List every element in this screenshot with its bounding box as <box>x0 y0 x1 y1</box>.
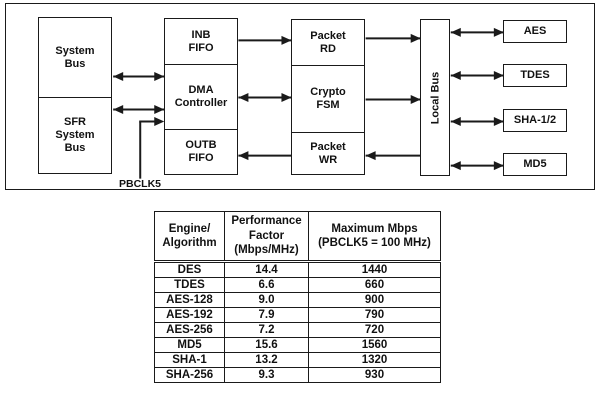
cell-max: 1560 <box>308 337 441 353</box>
pbclk5-label: PBCLK5 <box>118 178 161 190</box>
aes-box: AES <box>503 20 567 43</box>
table-row: SHA-1 13.2 1320 <box>154 352 441 368</box>
packet-engine-stack: Packet RD Crypto FSM Packet WR <box>291 19 365 175</box>
system-bus-box: System Bus <box>55 44 95 70</box>
tdes-label: TDES <box>520 69 550 82</box>
cell-factor: 9.3 <box>224 367 309 383</box>
cell-factor: 7.2 <box>224 322 309 338</box>
cell-max: 930 <box>308 367 441 383</box>
cell-max: 790 <box>308 307 441 323</box>
cell-max: 1440 <box>308 261 441 278</box>
table-row: DES 14.4 1440 <box>154 261 441 278</box>
table-row: MD5 15.6 1560 <box>154 337 441 353</box>
md5-label: MD5 <box>523 158 547 171</box>
cell-factor: 9.0 <box>224 292 309 308</box>
cell-engine: AES-128 <box>154 292 225 308</box>
cell-engine: SHA-1 <box>154 352 225 368</box>
sha-box: SHA-1/2 <box>503 109 567 132</box>
cell-max: 660 <box>308 277 441 293</box>
local-bus-label: Local Bus <box>429 71 442 124</box>
table-row: AES-128 9.0 900 <box>154 292 441 308</box>
cell-factor: 13.2 <box>224 352 309 368</box>
system-bus-stack: System Bus SFR System Bus <box>38 17 112 174</box>
outb-fifo-box: OUTB FIFO <box>165 129 237 174</box>
cell-factor: 6.6 <box>224 277 309 293</box>
header-engine-algorithm: Engine/ Algorithm <box>154 211 225 263</box>
dma-controller-box: DMA Controller <box>165 64 237 129</box>
cell-factor: 15.6 <box>224 337 309 353</box>
inb-fifo-box: INB FIFO <box>188 28 214 54</box>
cell-engine: SHA-256 <box>154 367 225 383</box>
local-bus-box: Local Bus <box>420 19 450 176</box>
table-header-row: Engine/ Algorithm Performance Factor (Mb… <box>154 211 441 263</box>
cell-max: 1320 <box>308 352 441 368</box>
cell-engine: AES-192 <box>154 307 225 323</box>
cell-engine: MD5 <box>154 337 225 353</box>
dma-stack: INB FIFO DMA Controller OUTB FIFO <box>164 18 238 175</box>
header-maximum-mbps: Maximum Mbps (PBCLK5 = 100 MHz) <box>308 211 441 263</box>
connector-arrows <box>113 27 504 179</box>
packet-wr-box: Packet WR <box>292 132 364 174</box>
cell-max: 720 <box>308 322 441 338</box>
cell-engine: TDES <box>154 277 225 293</box>
cell-engine: DES <box>154 261 225 278</box>
sha-label: SHA-1/2 <box>513 114 557 127</box>
table-row: AES-256 7.2 720 <box>154 322 441 338</box>
cell-engine: AES-256 <box>154 322 225 338</box>
packet-rd-box: Packet RD <box>310 29 346 55</box>
md5-box: MD5 <box>503 153 567 176</box>
aes-label: AES <box>523 25 547 38</box>
crypto-fsm-box: Crypto FSM <box>292 65 364 132</box>
sfr-system-bus-box: SFR System Bus <box>39 97 111 173</box>
table-row: SHA-256 9.3 930 <box>154 367 441 383</box>
header-performance-factor: Performance Factor (Mbps/MHz) <box>224 211 309 263</box>
tdes-box: TDES <box>503 64 567 87</box>
crypto-engine-block-diagram: System Bus SFR System Bus INB FIFO DMA C… <box>5 3 595 190</box>
cell-factor: 7.9 <box>224 307 309 323</box>
cell-factor: 14.4 <box>224 261 309 278</box>
table-row: TDES 6.6 660 <box>154 277 441 293</box>
cell-max: 900 <box>308 292 441 308</box>
table-row: AES-192 7.9 790 <box>154 307 441 323</box>
performance-table: Engine/ Algorithm Performance Factor (Mb… <box>154 211 441 383</box>
